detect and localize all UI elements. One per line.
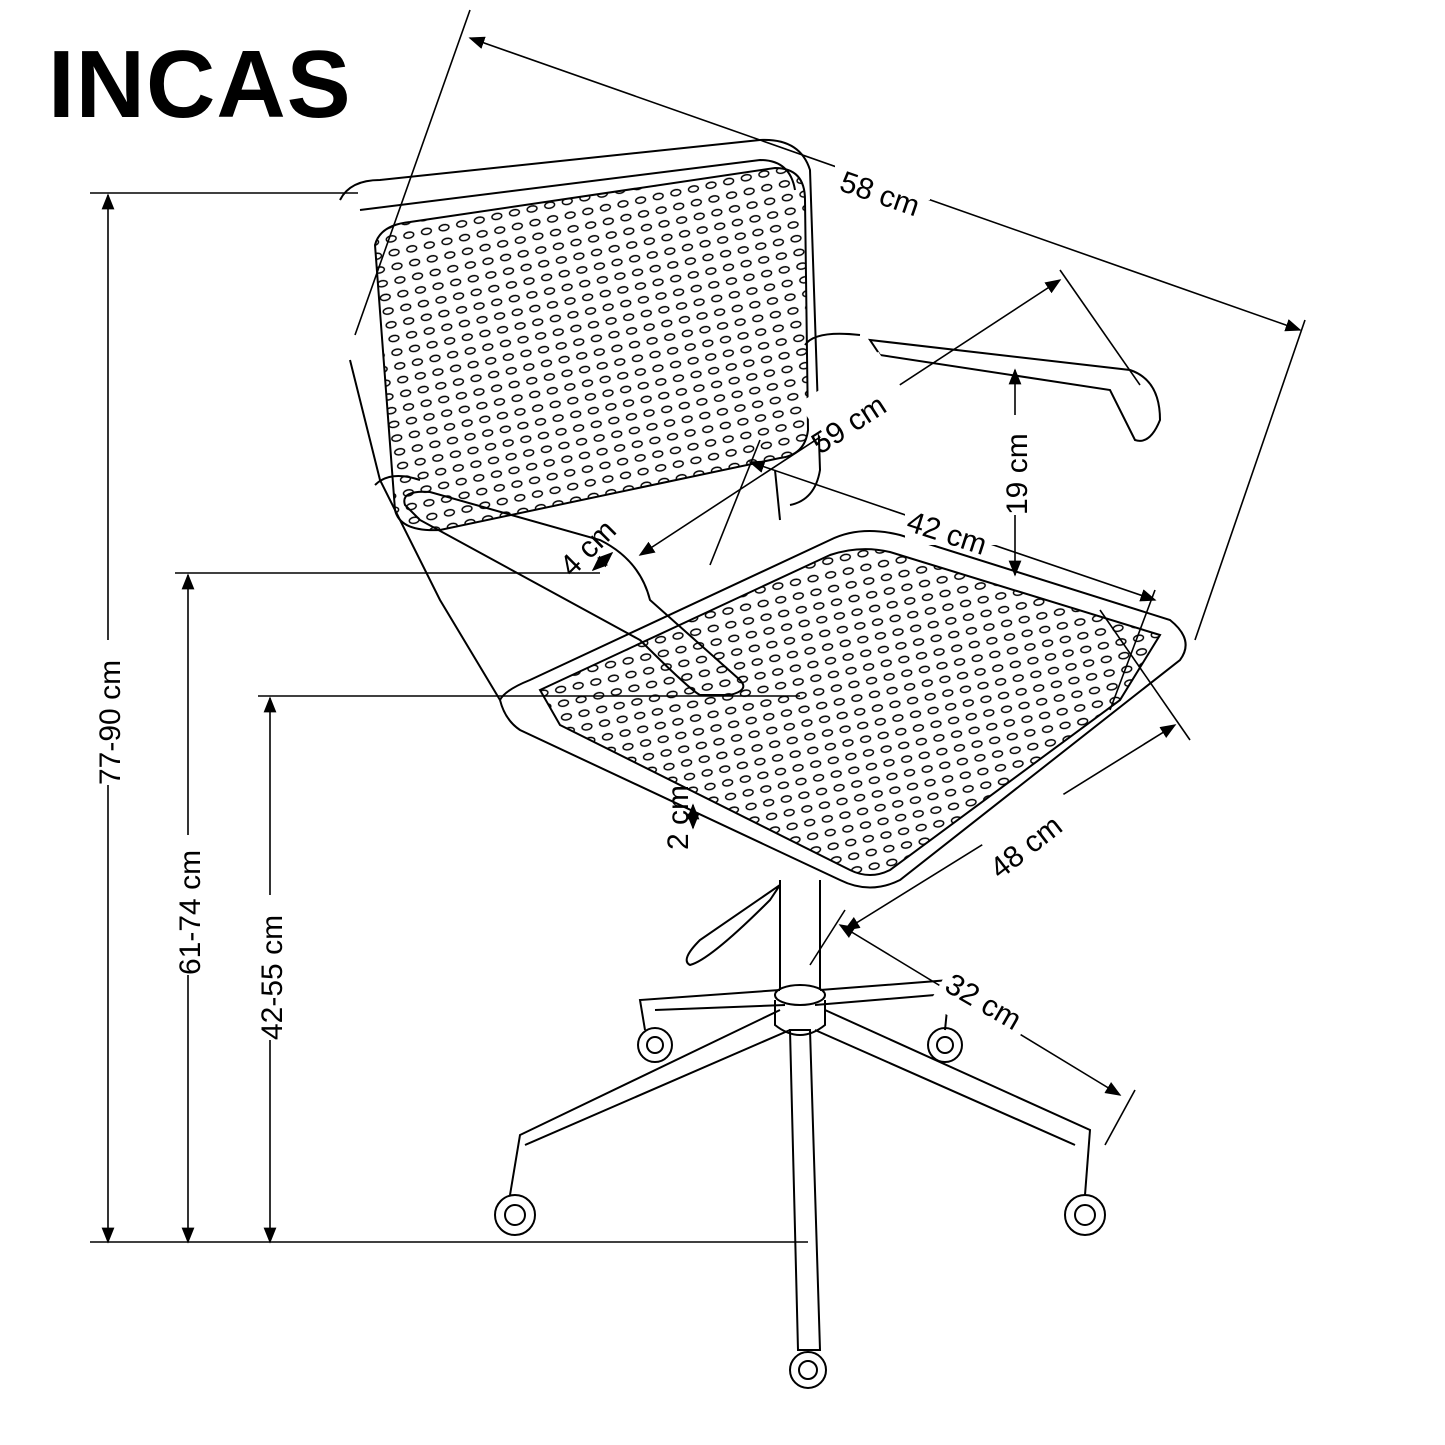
label-seat-thickness: 2 cm bbox=[662, 785, 695, 850]
label-seat-height: 42-55 cm bbox=[256, 915, 289, 1040]
label-armrest-height: 19 cm bbox=[1001, 433, 1034, 515]
product-title: INCAS bbox=[48, 31, 352, 138]
label-armrest-floor-height: 61-74 cm bbox=[174, 850, 207, 975]
chair-outline bbox=[339, 138, 1187, 1389]
label-overall-height: 77-90 cm bbox=[94, 660, 127, 785]
